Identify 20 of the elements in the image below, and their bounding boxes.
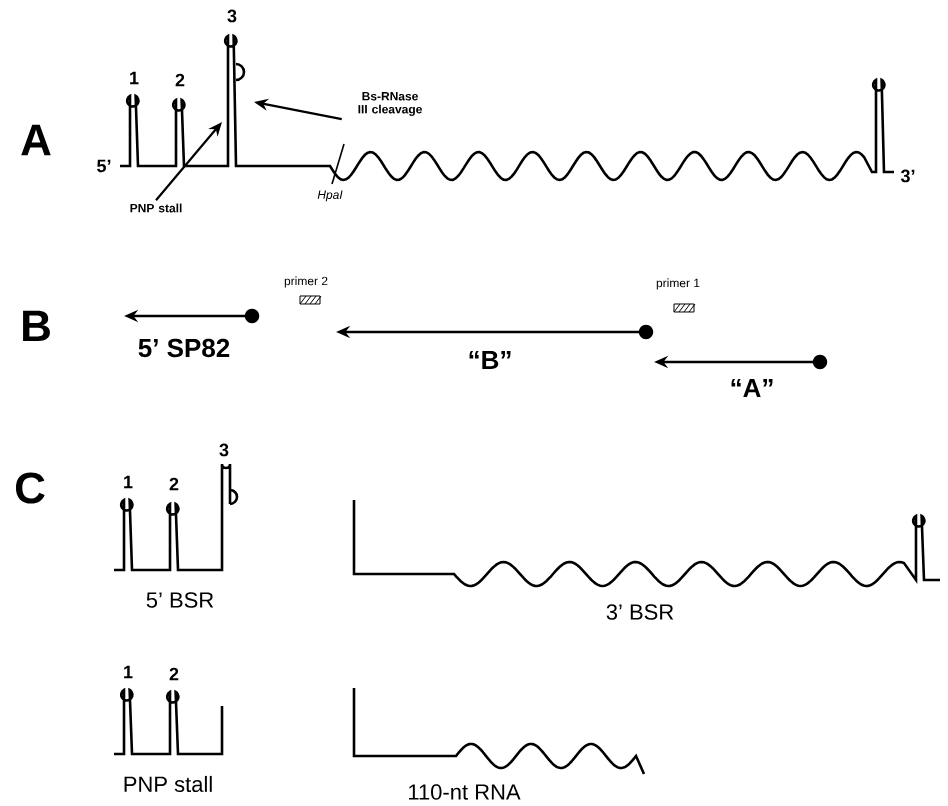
transcript-label: “B” [469, 351, 511, 369]
rna-label: 110-nt RNA [409, 784, 521, 800]
transcript-label: 5’ SP82 [138, 338, 230, 358]
stem-number: 1 [130, 71, 139, 85]
stem-number: 2 [175, 73, 185, 87]
stem-number: 1 [124, 475, 133, 489]
panel-letter: A [21, 124, 51, 156]
end-label: 3’ [900, 169, 915, 183]
panel-letter: C [15, 472, 45, 504]
stem-number: 3 [219, 443, 229, 457]
stem-number: 2 [169, 477, 179, 491]
stem-number: 1 [124, 665, 133, 679]
end-label: 5’ [97, 159, 111, 173]
panel-letter: B [23, 310, 50, 342]
transcript-label: “A” [731, 379, 773, 397]
stem-number: 2 [169, 667, 179, 681]
rna-label: PNP stall [124, 775, 212, 793]
rna-label: 3’ BSR [606, 604, 674, 620]
rna-label: 5’ BSR [146, 592, 214, 608]
stem-number: 3 [227, 9, 237, 23]
